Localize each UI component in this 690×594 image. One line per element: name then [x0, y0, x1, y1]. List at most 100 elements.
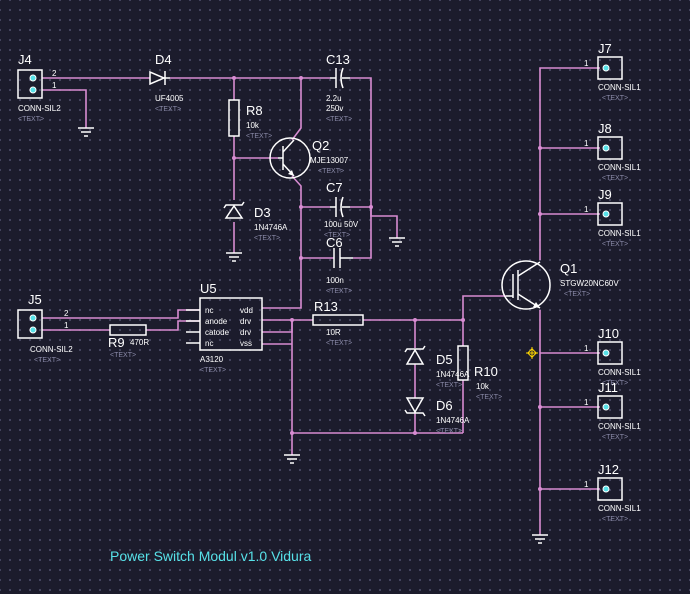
capacitor-c7[interactable]: C7 100u 50V <TEXT>	[324, 180, 359, 239]
j5-pin1-label: 1	[64, 321, 69, 330]
j5-pin2-label: 2	[64, 309, 69, 318]
u5-pin-nc2: nc	[205, 339, 213, 348]
j5-text-placeholder: <TEXT>	[34, 357, 60, 364]
j4-value: CONN-SIL2	[18, 104, 61, 113]
r8-text-placeholder: <TEXT>	[246, 133, 272, 140]
zener-d5[interactable]: D5 1N4746A <TEXT>	[404, 345, 470, 389]
d5-ref: D5	[436, 352, 453, 367]
q1-ref: Q1	[560, 261, 577, 276]
connector-j5[interactable]: J5 2 1 CONN-SIL2 <TEXT>	[17, 292, 73, 364]
d5-text-placeholder: <TEXT>	[436, 382, 462, 389]
r10-value: 10k	[476, 382, 490, 391]
zener-d6[interactable]: D6 1N4746A <TEXT>	[404, 397, 470, 435]
r10-text-placeholder: <TEXT>	[476, 394, 502, 401]
c7-text-placeholder: <TEXT>	[324, 232, 350, 239]
j8-text-placeholder: <TEXT>	[602, 175, 628, 182]
q2-ref: Q2	[312, 138, 329, 153]
capacitor-c13[interactable]: C13 2.2u 250v <TEXT>	[326, 52, 352, 123]
schematic-title: Power Switch Modul v1.0 Vidura	[110, 548, 311, 564]
u5-text-placeholder: <TEXT>	[200, 367, 226, 374]
j4-ref: J4	[18, 52, 32, 67]
j4-pin1-label: 1	[52, 81, 57, 90]
r9-text-placeholder: <TEXT>	[110, 352, 136, 359]
q2-text-placeholder: <TEXT>	[318, 168, 344, 175]
j11-ref: J11	[598, 380, 618, 395]
j7-ref: J7	[598, 41, 612, 56]
u5-pin-drv2: drv	[240, 328, 251, 337]
j10-pin-label: 1	[584, 344, 589, 353]
j4-pin2-label: 2	[52, 69, 57, 78]
c13-voltage: 250v	[326, 104, 343, 113]
ground-icon	[389, 237, 405, 247]
c6-ref: C6	[326, 235, 343, 250]
d3-text-placeholder: <TEXT>	[254, 235, 280, 242]
j9-text-placeholder: <TEXT>	[602, 241, 628, 248]
resistor-r10[interactable]: R10 10k <TEXT>	[457, 345, 502, 401]
connector-j8[interactable]: J8 1 CONN-SIL1 <TEXT>	[584, 121, 641, 182]
j7-text-placeholder: <TEXT>	[602, 95, 628, 102]
d6-ref: D6	[436, 398, 453, 413]
j9-pin-label: 1	[584, 205, 589, 214]
j5-ref: J5	[28, 292, 42, 307]
capacitor-c6[interactable]: C6 100n <TEXT>	[326, 235, 353, 295]
c13-ref: C13	[326, 52, 350, 67]
q1-value: STGW20NC60V	[560, 279, 619, 288]
j12-pin-label: 1	[584, 480, 589, 489]
ground-icon	[532, 534, 548, 544]
u5-pin-nc1: nc	[205, 306, 213, 315]
d4-text-placeholder: <TEXT>	[155, 106, 181, 113]
zener-d3[interactable]: D3 1N4746A <TEXT>	[223, 201, 288, 242]
j11-pin-label: 1	[584, 398, 589, 407]
resistor-r8[interactable]: R8 10k <TEXT>	[228, 99, 272, 140]
u5-ref: U5	[200, 281, 217, 296]
j7-pin-label: 1	[584, 59, 589, 68]
c6-value: 100n	[326, 276, 344, 285]
j12-value: CONN-SIL1	[598, 504, 641, 513]
j10-text-placeholder: <TEXT>	[602, 380, 628, 387]
d4-value: UF4005	[155, 94, 184, 103]
optocoupler-u5[interactable]: nc anode catode nc vdd drv drv vss U5 A3…	[186, 281, 263, 374]
j11-value: CONN-SIL1	[598, 422, 641, 431]
ground-icon	[78, 127, 94, 137]
j10-ref: J10	[598, 326, 619, 341]
connector-j9[interactable]: J9 1 CONN-SIL1 <TEXT>	[584, 187, 641, 248]
resistor-r13[interactable]: R13 10R <TEXT>	[312, 299, 364, 347]
j8-ref: J8	[598, 121, 612, 136]
j12-ref: J12	[598, 462, 619, 477]
connector-j11[interactable]: J11 1 CONN-SIL1 <TEXT>	[584, 380, 641, 441]
r13-text-placeholder: <TEXT>	[326, 340, 352, 347]
j5-value: CONN-SIL2	[30, 345, 73, 354]
connector-j12[interactable]: J12 1 CONN-SIL1 <TEXT>	[584, 462, 641, 523]
r9-ref: R9	[108, 335, 125, 350]
u5-pin-catode: catode	[205, 328, 230, 337]
igbt-q1[interactable]: Q1 STGW20NC60V <TEXT>	[501, 260, 619, 310]
j8-pin-label: 1	[584, 139, 589, 148]
d6-text-placeholder: <TEXT>	[436, 428, 462, 435]
r9-value: 470R	[130, 338, 149, 347]
ground-symbols	[78, 127, 548, 544]
connector-j7[interactable]: J7 1 CONN-SIL1 <TEXT>	[584, 41, 641, 102]
d4-ref: D4	[155, 52, 172, 67]
diode-d4[interactable]: D4 UF4005 <TEXT>	[149, 52, 184, 113]
d5-value: 1N4746A	[436, 370, 470, 379]
j12-text-placeholder: <TEXT>	[602, 516, 628, 523]
u5-value: A3120	[200, 355, 224, 364]
c6-text-placeholder: <TEXT>	[326, 288, 352, 295]
u5-pin-vdd: vdd	[240, 306, 253, 315]
ground-icon	[284, 454, 300, 464]
connector-j4[interactable]: J4 2 1 CONN-SIL2 <TEXT>	[17, 52, 61, 123]
connector-j10[interactable]: J10 1 CONN-SIL1 <TEXT>	[584, 326, 641, 387]
d3-ref: D3	[254, 205, 271, 220]
ground-icon	[226, 252, 242, 262]
j4-text-placeholder: <TEXT>	[18, 116, 44, 123]
resistor-r9[interactable]: R9 470R <TEXT>	[108, 324, 149, 359]
d6-value: 1N4746A	[436, 416, 470, 425]
j8-value: CONN-SIL1	[598, 163, 641, 172]
c13-text-placeholder: <TEXT>	[326, 116, 352, 123]
transistor-q2[interactable]: Q2 MJE13007 <TEXT>	[269, 137, 349, 179]
u5-pin-anode: anode	[205, 317, 228, 326]
u5-pin-drv1: drv	[240, 317, 251, 326]
j9-ref: J9	[598, 187, 612, 202]
